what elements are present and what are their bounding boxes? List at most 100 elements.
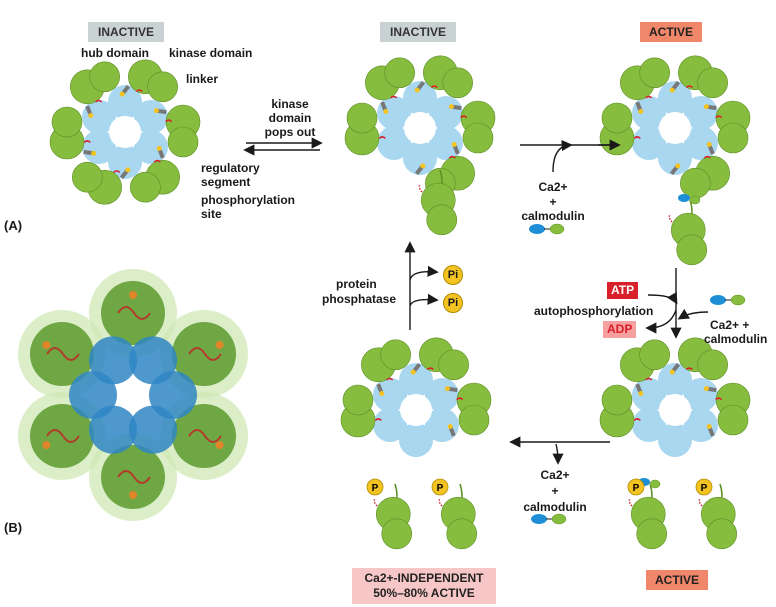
kinase-lobe: [442, 67, 473, 99]
active-site-mark: [390, 95, 398, 99]
hub-center: [659, 112, 691, 144]
label-protein-1: protein: [336, 277, 377, 291]
hub-domain: [133, 130, 168, 164]
hub-domain: [632, 378, 667, 412]
label-calcium: Ca2+: [540, 468, 570, 482]
arrow-output: [552, 443, 564, 465]
phosphorylation-site: [638, 390, 644, 396]
label-calcium-plus: Ca2+ +: [710, 318, 750, 332]
regulatory-segment: [117, 306, 151, 320]
active-site-mark: [645, 95, 653, 99]
hub-subunit: [149, 371, 197, 419]
hub-pore: [117, 379, 149, 411]
phosphorylation-site: [669, 87, 675, 93]
calmodulin-icon: [710, 295, 726, 305]
holoenzyme-inactive-popped: [344, 55, 496, 236]
phosphorylation-site: [383, 108, 389, 114]
label-phosphatase-2: phosphatase: [322, 292, 397, 306]
phosphorylation-site: [215, 341, 224, 349]
phosphorylation-site: [119, 91, 125, 97]
hub-center: [109, 116, 141, 148]
hub-domain: [82, 100, 117, 134]
label-plus: +: [551, 484, 559, 498]
phosphorylation-site: [706, 424, 712, 430]
regulatory-segment: [46, 347, 80, 361]
phosphorylation-site: [379, 390, 385, 396]
active-site-mark: [698, 497, 703, 507]
state-badge-active: ACTIVE: [640, 22, 702, 42]
phosphorylation-site: [129, 291, 137, 299]
hub-domain: [399, 363, 433, 397]
active-site-mark: [374, 418, 382, 421]
kinase-lobe: [342, 384, 374, 416]
phosphate-badge: [366, 478, 384, 496]
phosphorylation-site: [215, 441, 224, 449]
label-kinase-pops-3: pops out: [264, 125, 316, 139]
reaction-arrows: [243, 137, 746, 525]
hub-domain: [108, 85, 142, 119]
active-site-mark: [456, 397, 464, 401]
kinase-lobe: [147, 71, 178, 103]
hub-domain: [399, 423, 433, 457]
label-regulatory-1: regulatory: [201, 161, 260, 175]
phosphorylation-site: [129, 491, 137, 499]
phosphate-badge: [431, 478, 449, 496]
active-site-mark: [633, 418, 641, 421]
label-calcium: Ca2+: [538, 180, 568, 194]
independent-line-1: Ca2+-INDEPENDENT: [364, 571, 484, 585]
active-site-mark: [378, 136, 386, 139]
phosphorylation-site: [703, 104, 709, 110]
hub-subunit: [129, 405, 177, 454]
hub-domain: [683, 126, 718, 160]
phosphate-label: P: [437, 483, 444, 494]
regulatory-segment: [188, 347, 222, 361]
active-site-mark: [633, 136, 641, 139]
phosphorylation-site: [414, 87, 420, 93]
active-site-mark: [685, 367, 693, 371]
panel-label-b: (B): [4, 520, 23, 535]
label-calmodulin: calmodulin: [704, 332, 768, 346]
crystal-structure-image: [17, 269, 249, 521]
kinase-lobe: [717, 404, 749, 436]
hub-subunit: [129, 336, 177, 385]
kinase-lobe: [346, 102, 378, 134]
calmodulin-bound: [678, 194, 690, 202]
phosphorylation-site: [444, 386, 450, 392]
state-badge-inactive: INACTIVE: [380, 22, 456, 42]
arrow-output: [645, 309, 677, 334]
label-linker: linker: [186, 72, 219, 86]
active-site-mark: [685, 85, 693, 89]
kinase-lobe: [697, 67, 728, 99]
hub-domain: [632, 126, 667, 160]
kinase-lobe: [676, 234, 708, 266]
label-kinase-domain: kinase domain: [169, 46, 253, 60]
hub-domain: [632, 96, 667, 130]
label-autophosphorylation: autophosphorylation: [534, 304, 654, 318]
active-site-mark: [430, 85, 438, 89]
phosphorylation-site: [703, 386, 709, 392]
state-badge-inactive: INACTIVE: [88, 22, 164, 42]
hub-subunit: [89, 405, 137, 454]
active-site-mark: [460, 115, 468, 119]
kinase-lobe: [438, 349, 469, 381]
hub-subunit: [89, 336, 137, 385]
phosphorylation-site: [410, 369, 416, 375]
kinase-lobe: [51, 106, 83, 138]
label-kinase-pops-2: domain: [268, 111, 312, 125]
regulatory-segment: [188, 429, 222, 443]
phosphorylation-site: [638, 108, 644, 114]
hub-domain: [683, 378, 718, 412]
arrow-branch: [409, 265, 439, 281]
kinase-lobe: [380, 339, 411, 371]
label-calmodulin: calmodulin: [521, 209, 585, 223]
label-hub-domain: hub domain: [81, 46, 149, 60]
arrow-input: [677, 308, 709, 320]
active-site-mark: [438, 497, 443, 507]
state-badge-calcium-independent: Ca2+-INDEPENDENT 50%–80% ACTIVE: [352, 568, 496, 604]
holoenzyme-active-calmodulin: [599, 55, 751, 266]
hub-domain: [658, 363, 692, 397]
